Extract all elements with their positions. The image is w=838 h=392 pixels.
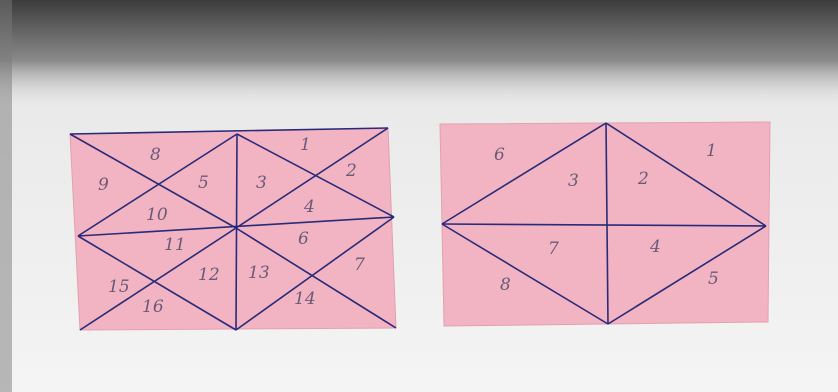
left-label: 15 (108, 277, 130, 297)
left-label: 14 (294, 289, 316, 309)
left-label: 10 (146, 205, 168, 225)
left-label: 2 (345, 161, 357, 181)
left-label: 12 (198, 265, 220, 285)
left-label: 9 (98, 175, 109, 195)
right-label: 6 (494, 145, 505, 165)
right-label: 4 (649, 237, 661, 257)
left-label: 4 (303, 197, 315, 217)
left-label: 11 (164, 235, 186, 255)
left-edge-shadow (0, 0, 12, 392)
left-label: 6 (298, 229, 309, 249)
left-label: 13 (248, 263, 270, 283)
right-label: 5 (708, 269, 719, 289)
right-label: 7 (548, 239, 559, 259)
right-sheet: 6 1 3 2 7 4 8 5 (440, 122, 770, 326)
top-shadow (0, 0, 838, 110)
left-sheet: 8 1 9 5 3 2 4 10 11 6 12 13 7 15 16 14 (70, 128, 396, 330)
left-label: 7 (354, 255, 365, 275)
right-label: 8 (500, 275, 511, 295)
right-label: 2 (637, 169, 649, 189)
left-sheet-paper (70, 128, 396, 330)
left-label: 5 (198, 173, 209, 193)
left-label: 3 (256, 173, 267, 193)
left-label: 1 (300, 135, 311, 155)
left-label: 8 (150, 145, 161, 165)
right-label: 1 (706, 141, 717, 161)
right-label: 3 (568, 171, 579, 191)
left-label: 16 (142, 297, 164, 317)
